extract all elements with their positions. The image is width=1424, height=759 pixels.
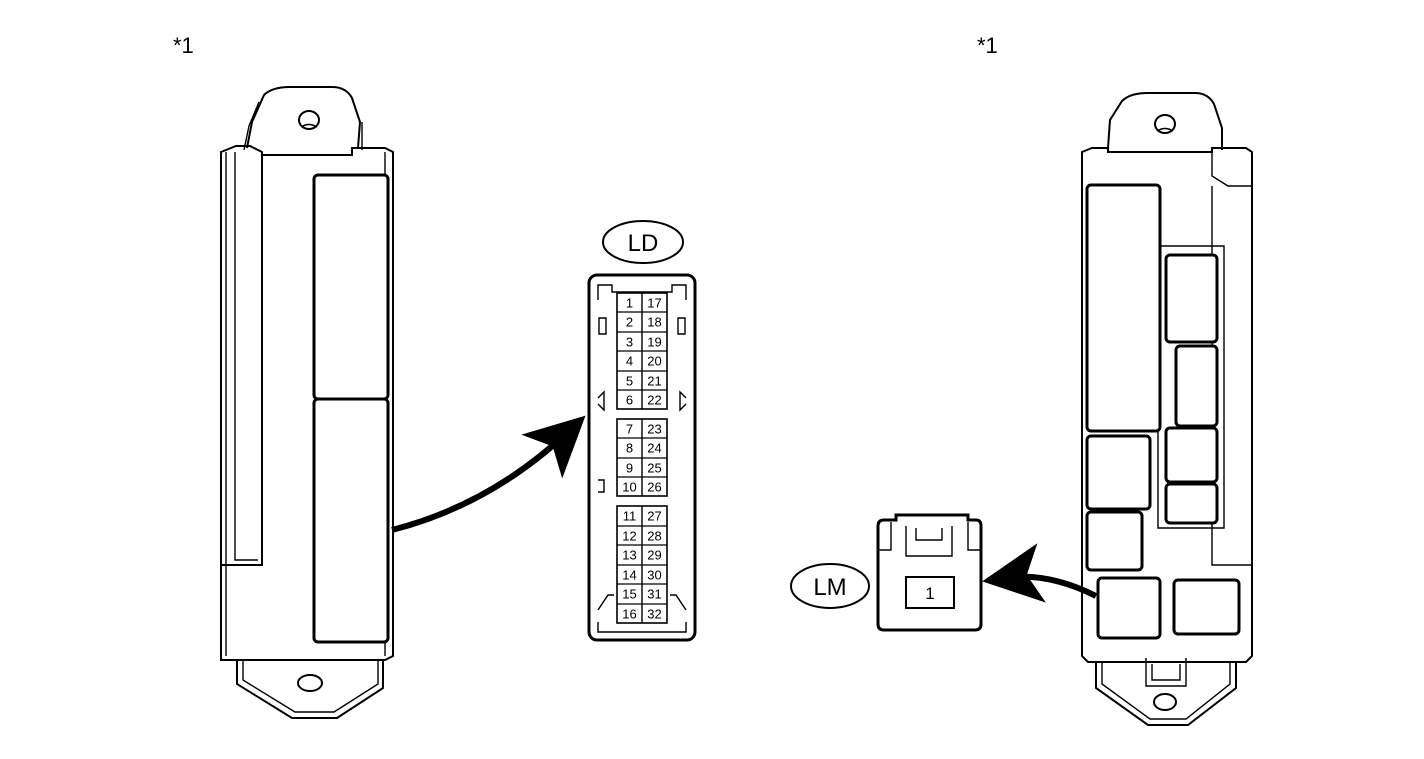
lm-pointer-arrow <box>982 543 1098 603</box>
connector-ld-pin: 28 <box>647 529 661 544</box>
connector-ld-pin: 24 <box>647 441 661 456</box>
connector-ld-pin: 16 <box>622 607 636 622</box>
connector-ld-pin: 2 <box>626 315 633 330</box>
ecu-right-connector-block <box>1164 426 1219 484</box>
ecu-right-connector-block-lm <box>1096 576 1162 640</box>
connector-ld-pin: 4 <box>626 354 633 369</box>
connector-ld-pin: 30 <box>647 568 661 583</box>
ecu-right-connector-block <box>1085 510 1144 572</box>
ecu-left-marker: *1 <box>173 33 194 58</box>
ecu-right-connector-block <box>1164 482 1219 525</box>
connector-lm: LM 1 <box>790 513 983 632</box>
ecu-left: *1 <box>173 33 394 719</box>
ecu-right-marker: *1 <box>977 33 998 58</box>
connector-ld-pin-grid: 1234567891011121314151617181920212223242… <box>616 292 668 624</box>
connector-ld-pin: 11 <box>623 509 637 524</box>
connector-ld-pin: 15 <box>622 587 636 602</box>
connector-ld-pin: 22 <box>647 393 661 408</box>
connector-lm-housing <box>876 513 983 632</box>
connector-ld-pin: 29 <box>647 548 661 563</box>
connector-ld-pin: 14 <box>622 568 636 583</box>
connector-ld-label-oval <box>602 220 684 264</box>
connector-ld-pin: 20 <box>647 354 661 369</box>
ecu-right-connector-block <box>1085 183 1162 433</box>
connector-ld-pin: 8 <box>626 441 633 456</box>
connector-lm-pin: 1 <box>925 584 934 603</box>
connector-ld-pin: 5 <box>626 374 633 389</box>
connector-ld-pin: 27 <box>647 509 661 524</box>
connector-ld-pin: 26 <box>647 480 661 495</box>
connector-ld-pin: 12 <box>622 529 636 544</box>
connector-ld-pin: 17 <box>647 296 661 311</box>
connector-ld-pin: 18 <box>647 315 661 330</box>
connector-ld-pin: 10 <box>622 480 636 495</box>
ecu-right-connector-block <box>1164 253 1219 344</box>
connector-ld-pin: 32 <box>647 607 661 622</box>
mount-hole-icon <box>1154 114 1176 134</box>
ecu-left-connector-block-ld <box>312 397 390 644</box>
ld-pointer-arrow <box>391 415 586 533</box>
mount-hole-icon <box>297 674 323 692</box>
connector-ld-pin: 3 <box>626 335 633 350</box>
connector-ld-pin: 6 <box>626 393 633 408</box>
mount-hole-icon <box>298 110 320 130</box>
ecu-right-connector-block <box>1172 578 1241 636</box>
connector-lm-label: LM <box>813 574 846 601</box>
connector-ld-pin: 7 <box>626 422 633 437</box>
connector-ld-pin: 9 <box>626 461 633 476</box>
ecu-right: *1 <box>977 33 1253 726</box>
connector-ld-pin: 25 <box>647 461 661 476</box>
connector-ld-label: LD <box>628 230 659 257</box>
ecu-right-body <box>1081 92 1253 726</box>
connector-ld: LD 1234567891011121314151617181920212223… <box>587 220 697 642</box>
connector-ld-pin: 19 <box>647 335 661 350</box>
connector-ld-pin: 21 <box>647 374 661 389</box>
ecu-right-connector-block <box>1085 434 1152 511</box>
connector-lm-pin-cell <box>905 576 955 609</box>
connector-lm-label-oval <box>790 563 870 609</box>
ecu-left-connector-block <box>312 173 390 401</box>
ecu-right-connector-block <box>1174 344 1219 428</box>
connector-ld-pin: 31 <box>647 587 661 602</box>
connector-ld-pin: 23 <box>647 422 661 437</box>
connector-ld-pin: 13 <box>622 548 636 563</box>
connector-ld-pin: 1 <box>626 296 633 311</box>
ecu-left-body <box>220 86 394 719</box>
mount-hole-icon <box>1153 693 1177 711</box>
